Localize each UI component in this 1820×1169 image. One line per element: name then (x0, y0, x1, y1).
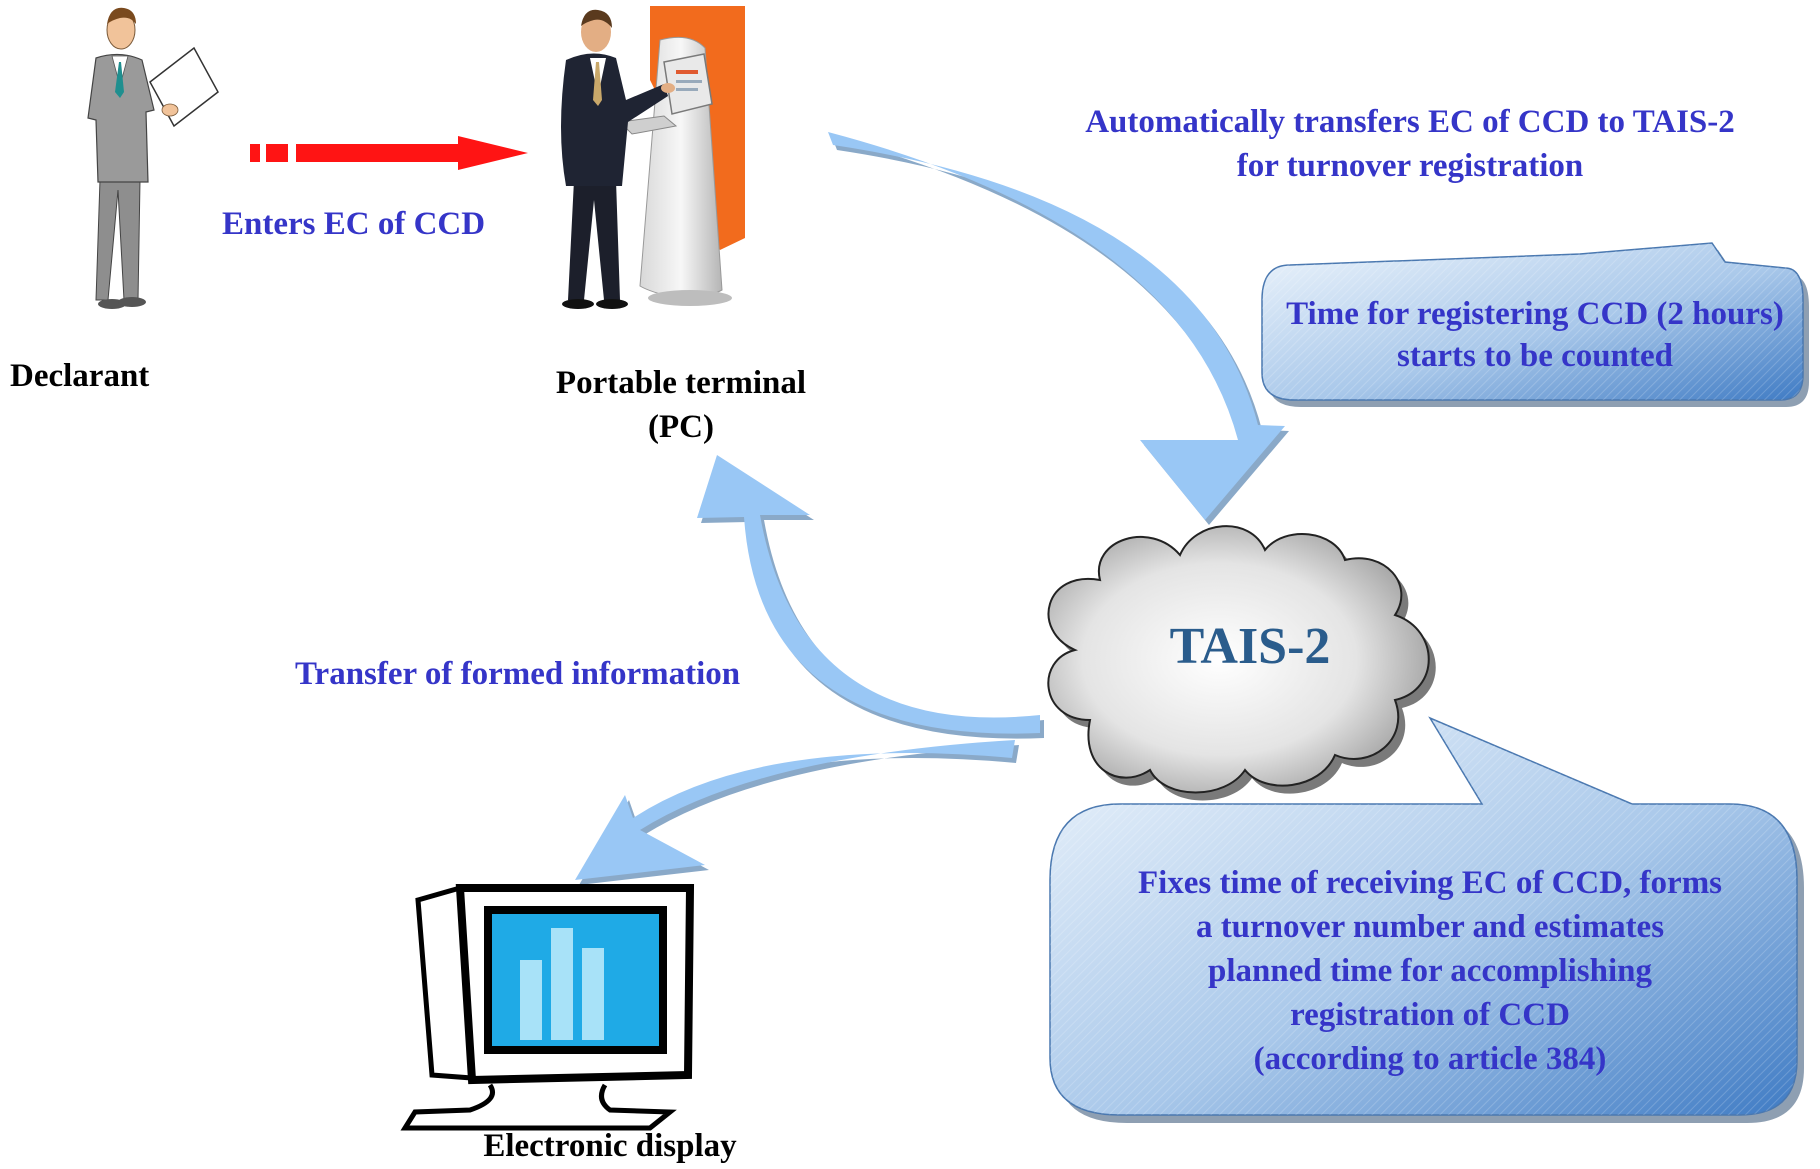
timer-callout-line1: Time for registering CCD (2 hours) (1286, 296, 1784, 332)
display-arrow (575, 740, 1019, 885)
fixes-callout-line3: planned time for accomplishing (1207, 953, 1652, 989)
kiosk-terminal-icon (561, 6, 745, 309)
fixes-callout-line2: a turnover number and estimates (1195, 909, 1665, 945)
timer-callout-line2: starts to be counted (1397, 338, 1673, 374)
display-label: Electronic display (483, 1128, 737, 1164)
return-arrow (697, 455, 1044, 739)
fixes-callout-line1: Fixes time of receiving EC of CCD, forms (1137, 865, 1723, 901)
auto-transfer-label-line1: Automatically transfers EC of CCD to TAI… (1085, 104, 1735, 140)
input-arrow (250, 136, 528, 170)
monitor-chart-icon (400, 884, 695, 1131)
fixes-callout-line4: registration of CCD (1290, 997, 1570, 1033)
system-label: TAIS-2 (1169, 618, 1331, 675)
enter-label: Enters EC of CCD (222, 206, 486, 242)
transfer-info-label: Transfer of formed information (295, 656, 741, 692)
terminal-label-line1: Portable terminal (555, 365, 807, 401)
fixes-callout (1049, 716, 1804, 1123)
businessman-icon (87, 7, 219, 309)
auto-transfer-arrow (828, 132, 1289, 525)
auto-transfer-label-line2: for turnover registration (1236, 148, 1584, 184)
cloud-icon (1047, 525, 1436, 801)
fixes-callout-line5: (according to article 384) (1253, 1041, 1607, 1077)
declarant-label: Declarant (10, 358, 150, 394)
terminal-label-line2: (PC) (648, 409, 714, 445)
timer-callout (1261, 242, 1809, 407)
